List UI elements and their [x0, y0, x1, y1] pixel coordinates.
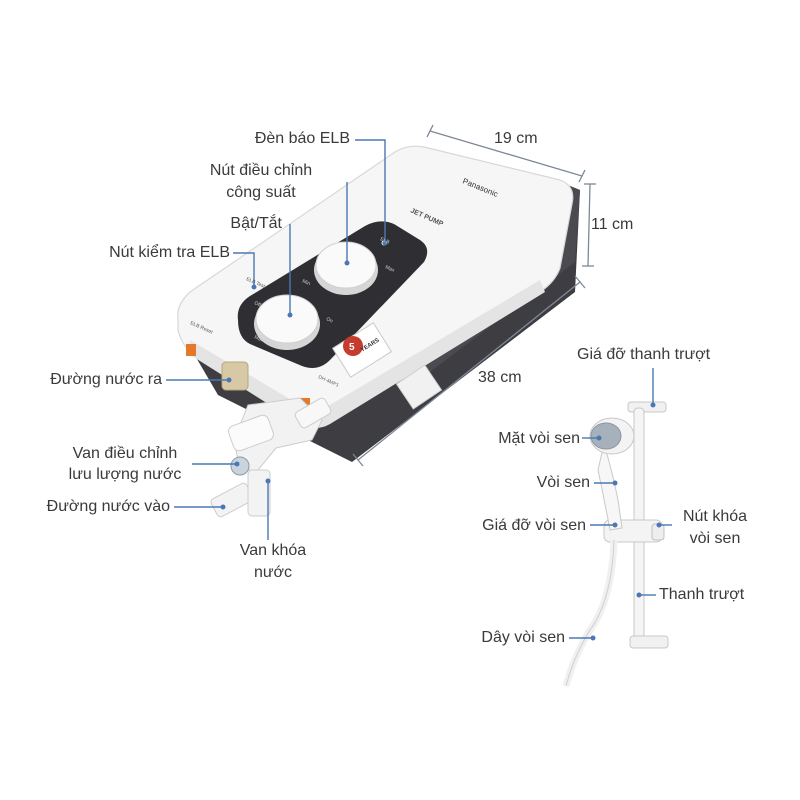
- leader-dot-flow: [234, 461, 240, 467]
- warranty-sticker-badge: [343, 336, 363, 356]
- dim-height-tick-a: [574, 275, 586, 289]
- fitting-left: [186, 344, 196, 356]
- shower-handle: [597, 442, 623, 531]
- label-shower-holder: Giá đỡ vòi sen: [482, 517, 586, 534]
- flow-valve-gauge: [230, 456, 250, 476]
- dim-height-line: [357, 281, 581, 461]
- rating-sticker: [395, 364, 443, 410]
- leader-dot-elbtest: [251, 284, 257, 290]
- leader-dot-lock: [656, 522, 662, 528]
- label-slide-holder: Giá đỡ thanh trượt: [577, 346, 711, 363]
- onoff-knob: [255, 294, 319, 344]
- leader-dot-slide: [636, 592, 642, 598]
- dim-height-label: 38 cm: [478, 369, 522, 386]
- leader-elb-test: [233, 252, 255, 286]
- label-shower-lock-line2: vòi sen: [689, 530, 741, 547]
- label-power-knob-line1: Nút điều chỉnh: [209, 162, 313, 179]
- leader-dot-holder: [612, 522, 618, 528]
- leader-dot-power: [344, 260, 350, 266]
- device-max-label: Max: [384, 264, 396, 274]
- label-shutoff-valve-line1: Van khóa: [239, 542, 307, 559]
- dim-width-label: 19 cm: [494, 130, 538, 147]
- label-flow-valve-line1: Van điều chỉnh: [72, 445, 178, 462]
- device-on-label: On: [325, 316, 334, 324]
- leader-elb-light: [355, 139, 386, 242]
- valve-lever: [294, 397, 332, 429]
- slide-bar-top-bracket: [627, 401, 667, 413]
- leader-dot-onoff: [287, 312, 293, 318]
- shower-face-plate: [590, 422, 622, 450]
- dim-width-tick-b: [578, 169, 586, 183]
- leader-dot-shutoff: [265, 478, 271, 484]
- water-outlet: [221, 361, 249, 391]
- device-min-label: Min: [301, 278, 311, 287]
- label-power-knob-line2: công suất: [226, 184, 296, 201]
- device-elb-label: ELB: [379, 236, 391, 246]
- leader-dot-elb: [382, 240, 388, 246]
- label-slide-bar: Thanh trượt: [659, 586, 745, 603]
- label-on-off: Bật/Tắt: [230, 215, 282, 232]
- dim-height-tick-b: [352, 453, 364, 467]
- label-shower-hose: Dây vòi sen: [481, 629, 565, 646]
- warranty-years: 5: [349, 342, 355, 353]
- leader-dot-face: [596, 435, 602, 441]
- label-shower-head: Vòi sen: [536, 474, 590, 491]
- leader-dot-out: [226, 377, 232, 383]
- dim-width-line: [429, 130, 583, 177]
- label-shutoff-valve-line2: nước: [253, 564, 293, 581]
- leader-dot-slide-holder: [650, 402, 656, 408]
- shutoff-valve: [247, 469, 271, 517]
- leader-dot-hose: [590, 635, 596, 641]
- label-water-in: Đường nước vào: [46, 498, 170, 515]
- dim-depth-label: 11 cm: [591, 216, 634, 233]
- leader-dot-head: [612, 480, 618, 486]
- dim-depth-line: [587, 183, 591, 267]
- label-elb-light: Đèn báo ELB: [254, 130, 350, 147]
- heater-front-shade: [190, 280, 545, 428]
- leader-dot-in: [220, 504, 226, 510]
- device-off-label: Off: [253, 300, 262, 308]
- label-elb-test: Nút kiểm tra ELB: [109, 244, 230, 261]
- label-shower-face: Mặt vòi sen: [498, 430, 580, 447]
- slide-bar-bottom-bracket: [629, 635, 669, 649]
- label-water-out: Đường nước ra: [50, 371, 162, 388]
- label-flow-valve-line2: lưu lượng nước: [68, 466, 182, 483]
- shower-hose-outline: [565, 539, 615, 687]
- flow-valve-handle: [228, 414, 274, 452]
- label-shower-lock-line1: Nút khóa: [682, 508, 748, 525]
- dim-width-tick-a: [426, 124, 434, 138]
